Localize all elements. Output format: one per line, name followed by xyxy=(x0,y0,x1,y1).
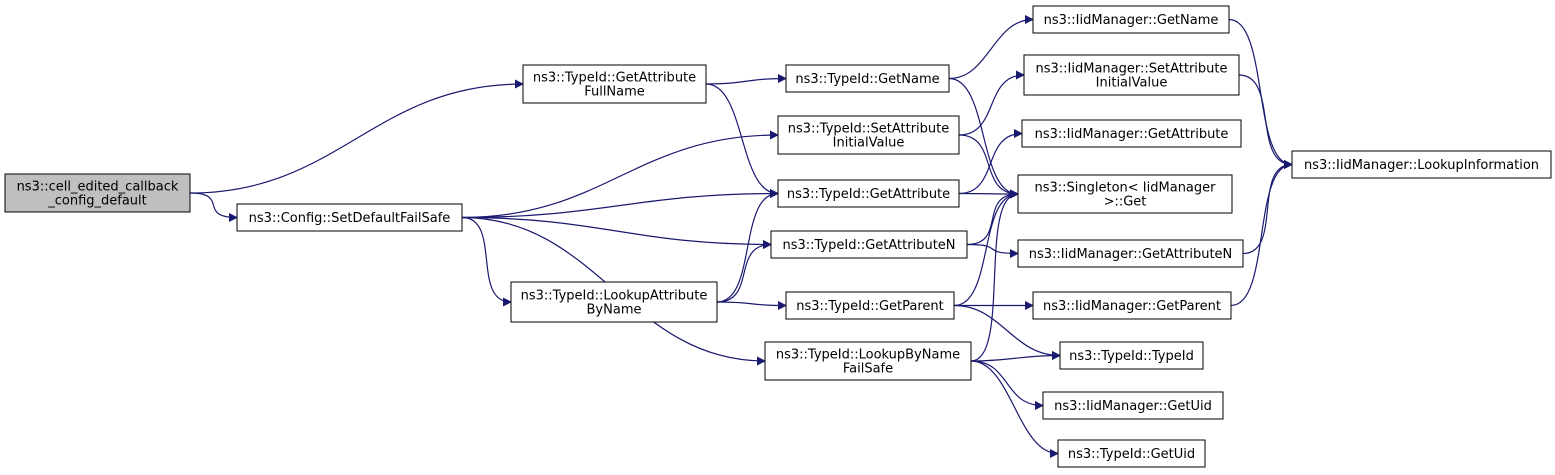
node-label-line: InitialValue xyxy=(833,136,905,151)
node-box[interactable] xyxy=(510,281,718,323)
node-box[interactable] xyxy=(1291,150,1552,179)
edge-lookupbyname-to-typeid-ctor xyxy=(970,351,1061,362)
node-label-line: ns3::TypeId::GetAttributeN xyxy=(782,238,955,253)
edge-lookupattr-to-typeid-getattrn xyxy=(716,240,772,303)
node-label-line: ns3::IidManager::SetAttribute xyxy=(1035,62,1227,77)
node-iid-getattribute[interactable]: ns3::IidManager::GetAttribute xyxy=(1021,119,1242,148)
edge-iid-setattr-init-to-iid-lookupinfo xyxy=(1238,74,1293,169)
node-label-line: ns3::IidManager::GetName xyxy=(1044,13,1219,28)
node-label-line: ns3::TypeId::SetAttribute xyxy=(788,122,950,137)
edge-lookupattr-to-typeid-getparent xyxy=(716,300,787,310)
edge-getattr-fullname-to-typeid-getname xyxy=(705,74,787,85)
edge-typeid-getname-to-iid-getname xyxy=(948,15,1034,80)
node-label-line: ns3::IidManager::GetAttribute xyxy=(1035,127,1229,142)
node-setdefault[interactable]: ns3::Config::SetDefaultFailSafe xyxy=(236,203,463,232)
node-iid-getname[interactable]: ns3::IidManager::GetName xyxy=(1032,5,1230,34)
node-typeid-getparent[interactable]: ns3::TypeId::GetParent xyxy=(785,291,955,320)
node-typeid-getname[interactable]: ns3::TypeId::GetName xyxy=(785,64,950,93)
node-label-line: ByName xyxy=(587,303,642,318)
edge-setdefault-to-typeid-setattr-init xyxy=(461,130,779,219)
node-typeid-getattrn[interactable]: ns3::TypeId::GetAttributeN xyxy=(770,230,968,259)
node-label-line: ns3::TypeId::GetAttribute xyxy=(533,71,696,86)
edge-cell-edited-to-setdefault xyxy=(189,192,238,222)
node-label-line: ns3::cell_edited_callback xyxy=(17,180,179,195)
edge-typeid-getname-to-singleton-get xyxy=(948,77,1019,199)
node-box[interactable] xyxy=(522,64,707,104)
node-label-line: _config_default xyxy=(47,194,147,209)
node-singleton-get[interactable]: ns3::Singleton< IidManager>::Get xyxy=(1017,174,1233,214)
node-box[interactable] xyxy=(1017,239,1244,268)
node-typeid-getuid[interactable]: ns3::TypeId::GetUid xyxy=(1057,439,1206,468)
edge-typeid-setattr-init-to-iid-setattr-init xyxy=(958,70,1025,136)
node-label-line: ns3::IidManager::GetParent xyxy=(1043,299,1221,314)
node-label-line: ns3::Config::SetDefaultFailSafe xyxy=(249,211,451,226)
edges-layer xyxy=(189,15,1293,458)
edge-lookupbyname-to-typeid-getuid xyxy=(970,360,1059,458)
node-box[interactable] xyxy=(1032,5,1230,34)
edge-typeid-getparent-to-singleton-get xyxy=(953,189,1019,307)
node-box[interactable] xyxy=(1057,439,1206,468)
node-label-line: ns3::IidManager::LookupInformation xyxy=(1304,158,1539,173)
edge-lookupbyname-to-singleton-get xyxy=(970,189,1019,362)
node-label-line: >::Get xyxy=(1104,195,1147,210)
edge-typeid-getparent-to-typeid-ctor xyxy=(953,304,1061,360)
edge-getattr-fullname-to-typeid-getattribute xyxy=(705,83,779,198)
node-label-line: FullName xyxy=(584,85,645,100)
edge-setdefault-to-typeid-getattrn xyxy=(461,216,772,249)
node-typeid-ctor[interactable]: ns3::TypeId::TypeId xyxy=(1059,341,1204,370)
node-label-line: ns3::IidManager::GetAttributeN xyxy=(1029,247,1233,262)
node-label-line: ns3::TypeId::GetUid xyxy=(1068,447,1195,462)
node-label-line: ns3::TypeId::LookupAttribute xyxy=(521,289,708,304)
node-box[interactable] xyxy=(1017,174,1233,214)
edge-typeid-getattribute-to-singleton-get xyxy=(958,189,1019,199)
edge-iid-getattrn-to-iid-lookupinfo xyxy=(1242,160,1293,255)
edge-typeid-getattribute-to-iid-getattribute xyxy=(958,129,1023,195)
node-box[interactable] xyxy=(777,115,960,155)
node-box[interactable] xyxy=(785,291,955,320)
node-typeid-getattribute[interactable]: ns3::TypeId::GetAttribute xyxy=(777,179,960,208)
node-label-line: FailSafe xyxy=(843,362,893,377)
edge-lookupattr-to-typeid-getattribute xyxy=(716,189,779,303)
edge-iid-getparent-to-iid-lookupinfo xyxy=(1230,160,1293,307)
edge-lookupbyname-to-iid-getuid xyxy=(970,360,1044,410)
node-iid-setattr-init[interactable]: ns3::IidManager::SetAttributeInitialValu… xyxy=(1023,54,1240,96)
node-cell-edited[interactable]: ns3::cell_edited_callback_config_default xyxy=(4,173,191,213)
edge-typeid-getattrn-to-iid-getattrn xyxy=(966,243,1019,258)
node-box[interactable] xyxy=(777,179,960,208)
node-label-line: ns3::Singleton< IidManager xyxy=(1034,181,1216,196)
edge-cell-edited-to-getattr-fullname xyxy=(189,79,524,194)
node-box[interactable] xyxy=(1032,291,1232,320)
node-label-line: ns3::TypeId::LookupByName xyxy=(776,348,960,363)
node-label-line: InitialValue xyxy=(1096,76,1168,91)
node-box[interactable] xyxy=(1042,391,1224,420)
node-label-line: ns3::IidManager::GetUid xyxy=(1054,399,1212,414)
edge-setdefault-to-typeid-getattribute xyxy=(461,189,779,219)
nodes-layer: ns3::cell_edited_callback_config_default… xyxy=(4,5,1552,468)
node-box[interactable] xyxy=(785,64,950,93)
node-label-line: ns3::TypeId::TypeId xyxy=(1069,349,1194,364)
node-label-line: ns3::TypeId::GetName xyxy=(795,72,939,87)
edge-typeid-setattr-init-to-singleton-get xyxy=(958,134,1019,199)
node-box[interactable] xyxy=(1021,119,1242,148)
node-box[interactable] xyxy=(1023,54,1240,96)
node-box[interactable] xyxy=(770,230,968,259)
node-label-line: ns3::TypeId::GetParent xyxy=(796,299,944,314)
node-box[interactable] xyxy=(1059,341,1204,370)
node-iid-getparent[interactable]: ns3::IidManager::GetParent xyxy=(1032,291,1232,320)
node-iid-getattrn[interactable]: ns3::IidManager::GetAttributeN xyxy=(1017,239,1244,268)
node-iid-lookupinfo[interactable]: ns3::IidManager::LookupInformation xyxy=(1291,150,1552,179)
node-label-line: ns3::TypeId::GetAttribute xyxy=(787,187,950,202)
edge-iid-getname-to-iid-lookupinfo xyxy=(1228,18,1293,169)
edge-typeid-getattrn-to-singleton-get xyxy=(966,189,1019,246)
node-box[interactable] xyxy=(764,341,972,381)
node-box[interactable] xyxy=(236,203,463,232)
edge-setdefault-to-lookupattr xyxy=(461,216,512,307)
node-iid-getuid[interactable]: ns3::IidManager::GetUid xyxy=(1042,391,1224,420)
node-box[interactable] xyxy=(4,173,191,213)
